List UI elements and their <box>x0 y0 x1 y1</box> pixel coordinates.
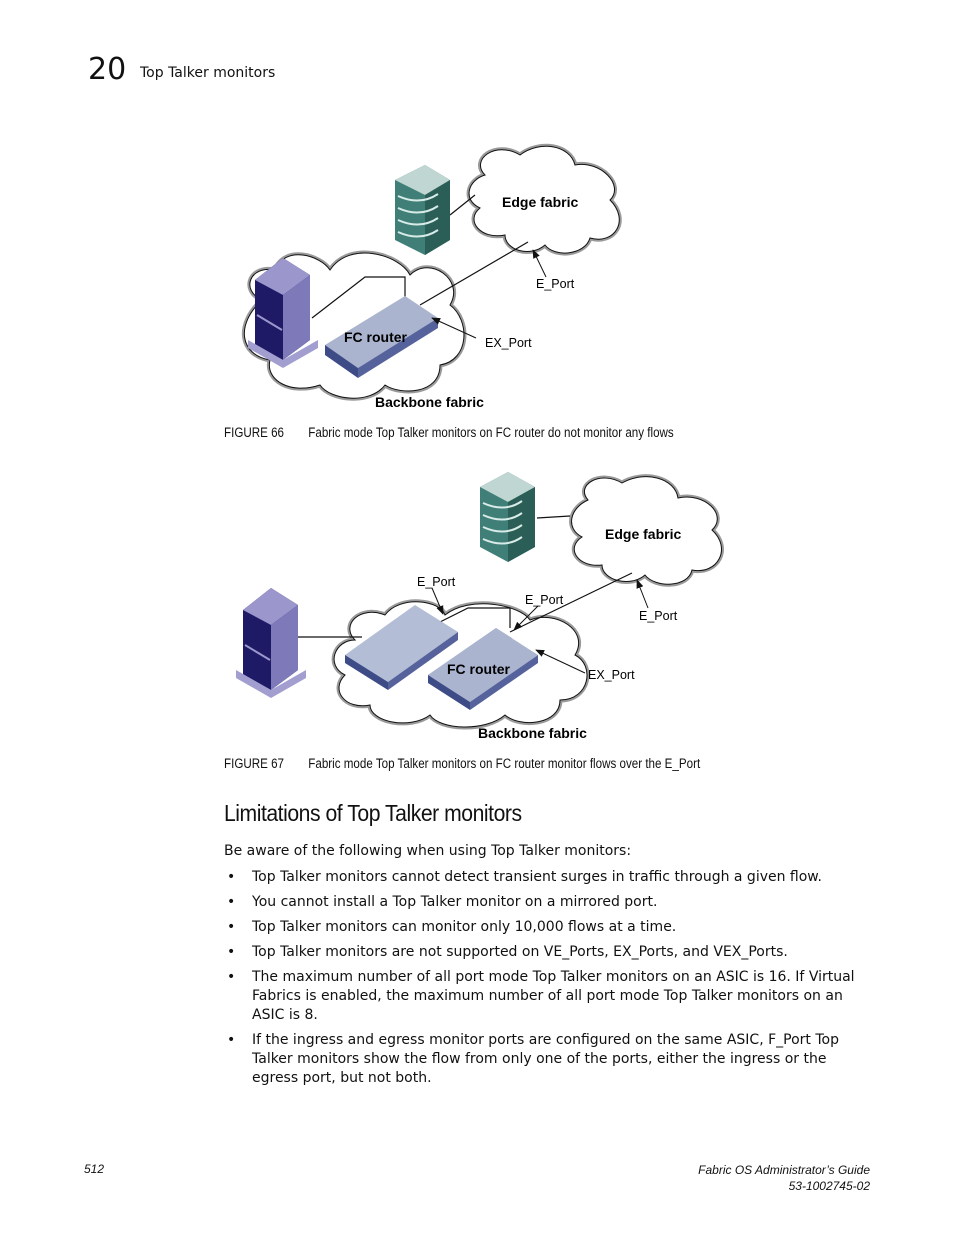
e-port-label: E_Port <box>536 277 575 291</box>
edge-fabric-label: Edge fabric <box>605 526 681 542</box>
fc-router-label: FC router <box>344 329 408 345</box>
list-item: • If the ingress and egress monitor ports… <box>224 1031 874 1088</box>
chapter-title: Top Talker monitors <box>140 65 276 81</box>
server-icon <box>236 588 306 698</box>
list-item-text: The maximum number of all port mode Top … <box>252 969 855 1023</box>
fc-router-icon <box>325 296 438 378</box>
doc-number: 53-1002745-02 <box>788 1179 870 1193</box>
switch-icon <box>345 605 458 690</box>
list-item: • Top Talker monitors can monitor only 10… <box>224 918 874 937</box>
figure-67-number: FIGURE 67 <box>224 756 285 771</box>
ex-port-label: EX_Port <box>485 336 532 350</box>
limitations-list: • Top Talker monitors cannot detect trans… <box>224 862 874 1088</box>
figure-67-diagram: Edge fabric Backbone fabric FC router E_… <box>236 472 724 741</box>
bullet-marker: • <box>227 919 236 935</box>
figure-66-diagram: Edge fabric Backbone fabric FC router E_… <box>242 143 622 410</box>
list-item-text: You cannot install a Top Talker monitor … <box>252 894 658 910</box>
guide-title: Fabric OS Administrator’s Guide <box>698 1163 870 1177</box>
list-item: • The maximum number of all port mode Top… <box>224 968 874 1025</box>
figure-66-caption: FIGURE 66 Fabric mode Top Talker monitors… <box>224 425 674 440</box>
list-item-text: Top Talker monitors can monitor only 10,… <box>252 919 677 935</box>
edge-fabric-cloud <box>569 474 724 587</box>
intro-paragraph: Be aware of the following when using Top… <box>224 843 632 859</box>
ex-port-label: EX_Port <box>588 668 635 682</box>
edge-fabric-cloud <box>466 143 622 256</box>
list-item-text: Top Talker monitors are not supported on… <box>252 944 788 960</box>
server-icon <box>248 258 318 368</box>
backbone-fabric-label: Backbone fabric <box>478 725 587 741</box>
edge-fabric-label: Edge fabric <box>502 194 578 210</box>
page-number: 512 <box>84 1162 105 1176</box>
storage-icon <box>395 165 450 255</box>
footer-doc-info: Fabric OS Administrator’s Guide 53-10027… <box>698 1162 870 1194</box>
list-item: • Top Talker monitors are not supported o… <box>224 943 874 962</box>
figure-67-caption-text: Fabric mode Top Talker monitors on FC ro… <box>308 756 701 771</box>
e-port-label-left: E_Port <box>417 575 456 589</box>
fc-router-label: FC router <box>447 661 511 677</box>
backbone-fabric-label: Backbone fabric <box>375 394 484 410</box>
section-heading: Limitations of Top Talker monitors <box>224 800 522 826</box>
list-item-text: If the ingress and egress monitor ports … <box>252 1032 839 1086</box>
bullet-marker: • <box>227 1032 236 1048</box>
e-port-label-right: E_Port <box>639 609 678 623</box>
bullet-marker: • <box>227 869 236 885</box>
bullet-marker: • <box>227 944 236 960</box>
e-port-label-mid: E_Port <box>525 593 564 607</box>
chapter-number: 20 <box>88 52 127 87</box>
storage-icon <box>480 472 535 562</box>
fc-router-icon <box>428 628 538 710</box>
figure-66-caption-text: Fabric mode Top Talker monitors on FC ro… <box>308 425 674 440</box>
list-item-text: Top Talker monitors cannot detect transi… <box>252 869 822 885</box>
bullet-marker: • <box>227 969 236 985</box>
list-item: • You cannot install a Top Talker monitor… <box>224 893 874 912</box>
bullet-marker: • <box>227 894 236 910</box>
figure-67-caption: FIGURE 67 Fabric mode Top Talker monitors… <box>224 756 700 771</box>
list-item: • Top Talker monitors cannot detect trans… <box>224 868 874 887</box>
figure-66-number: FIGURE 66 <box>224 425 285 440</box>
